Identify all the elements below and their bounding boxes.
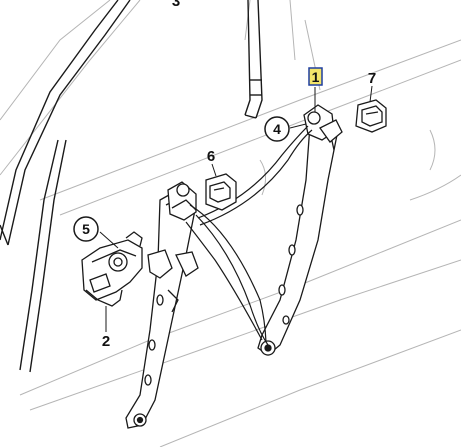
callout-6-label: 6 [207, 148, 215, 165]
regulator-cables [185, 125, 313, 346]
callout-4-label: 4 [273, 121, 281, 137]
callout-5-circle [73, 216, 99, 242]
window-motor [81, 231, 143, 307]
callout-1-highlight-box [308, 67, 323, 86]
clip-part-7 [355, 99, 387, 133]
callout-5-label: 5 [82, 221, 90, 237]
callout-3-label: 3 [172, 0, 180, 10]
callout-6: 6 [207, 148, 215, 165]
callout-2: 2 [102, 333, 110, 350]
leader-lines [99, 85, 373, 332]
callout-4: 4 [264, 116, 290, 142]
callout-7: 7 [368, 70, 376, 87]
callout-1: 1 [308, 67, 323, 86]
callout-7-label: 7 [368, 70, 376, 87]
callout-5: 5 [73, 216, 99, 242]
clip-part-6 [205, 173, 237, 211]
callout-3: 3 [172, 0, 180, 10]
regulator-right-rail [257, 104, 343, 356]
callout-1-label: 1 [312, 69, 320, 85]
callout-2-label: 2 [102, 333, 110, 350]
window-frame-channel [0, 0, 263, 373]
callout-4-circle [264, 116, 290, 142]
regulator-left-rail [125, 181, 199, 429]
